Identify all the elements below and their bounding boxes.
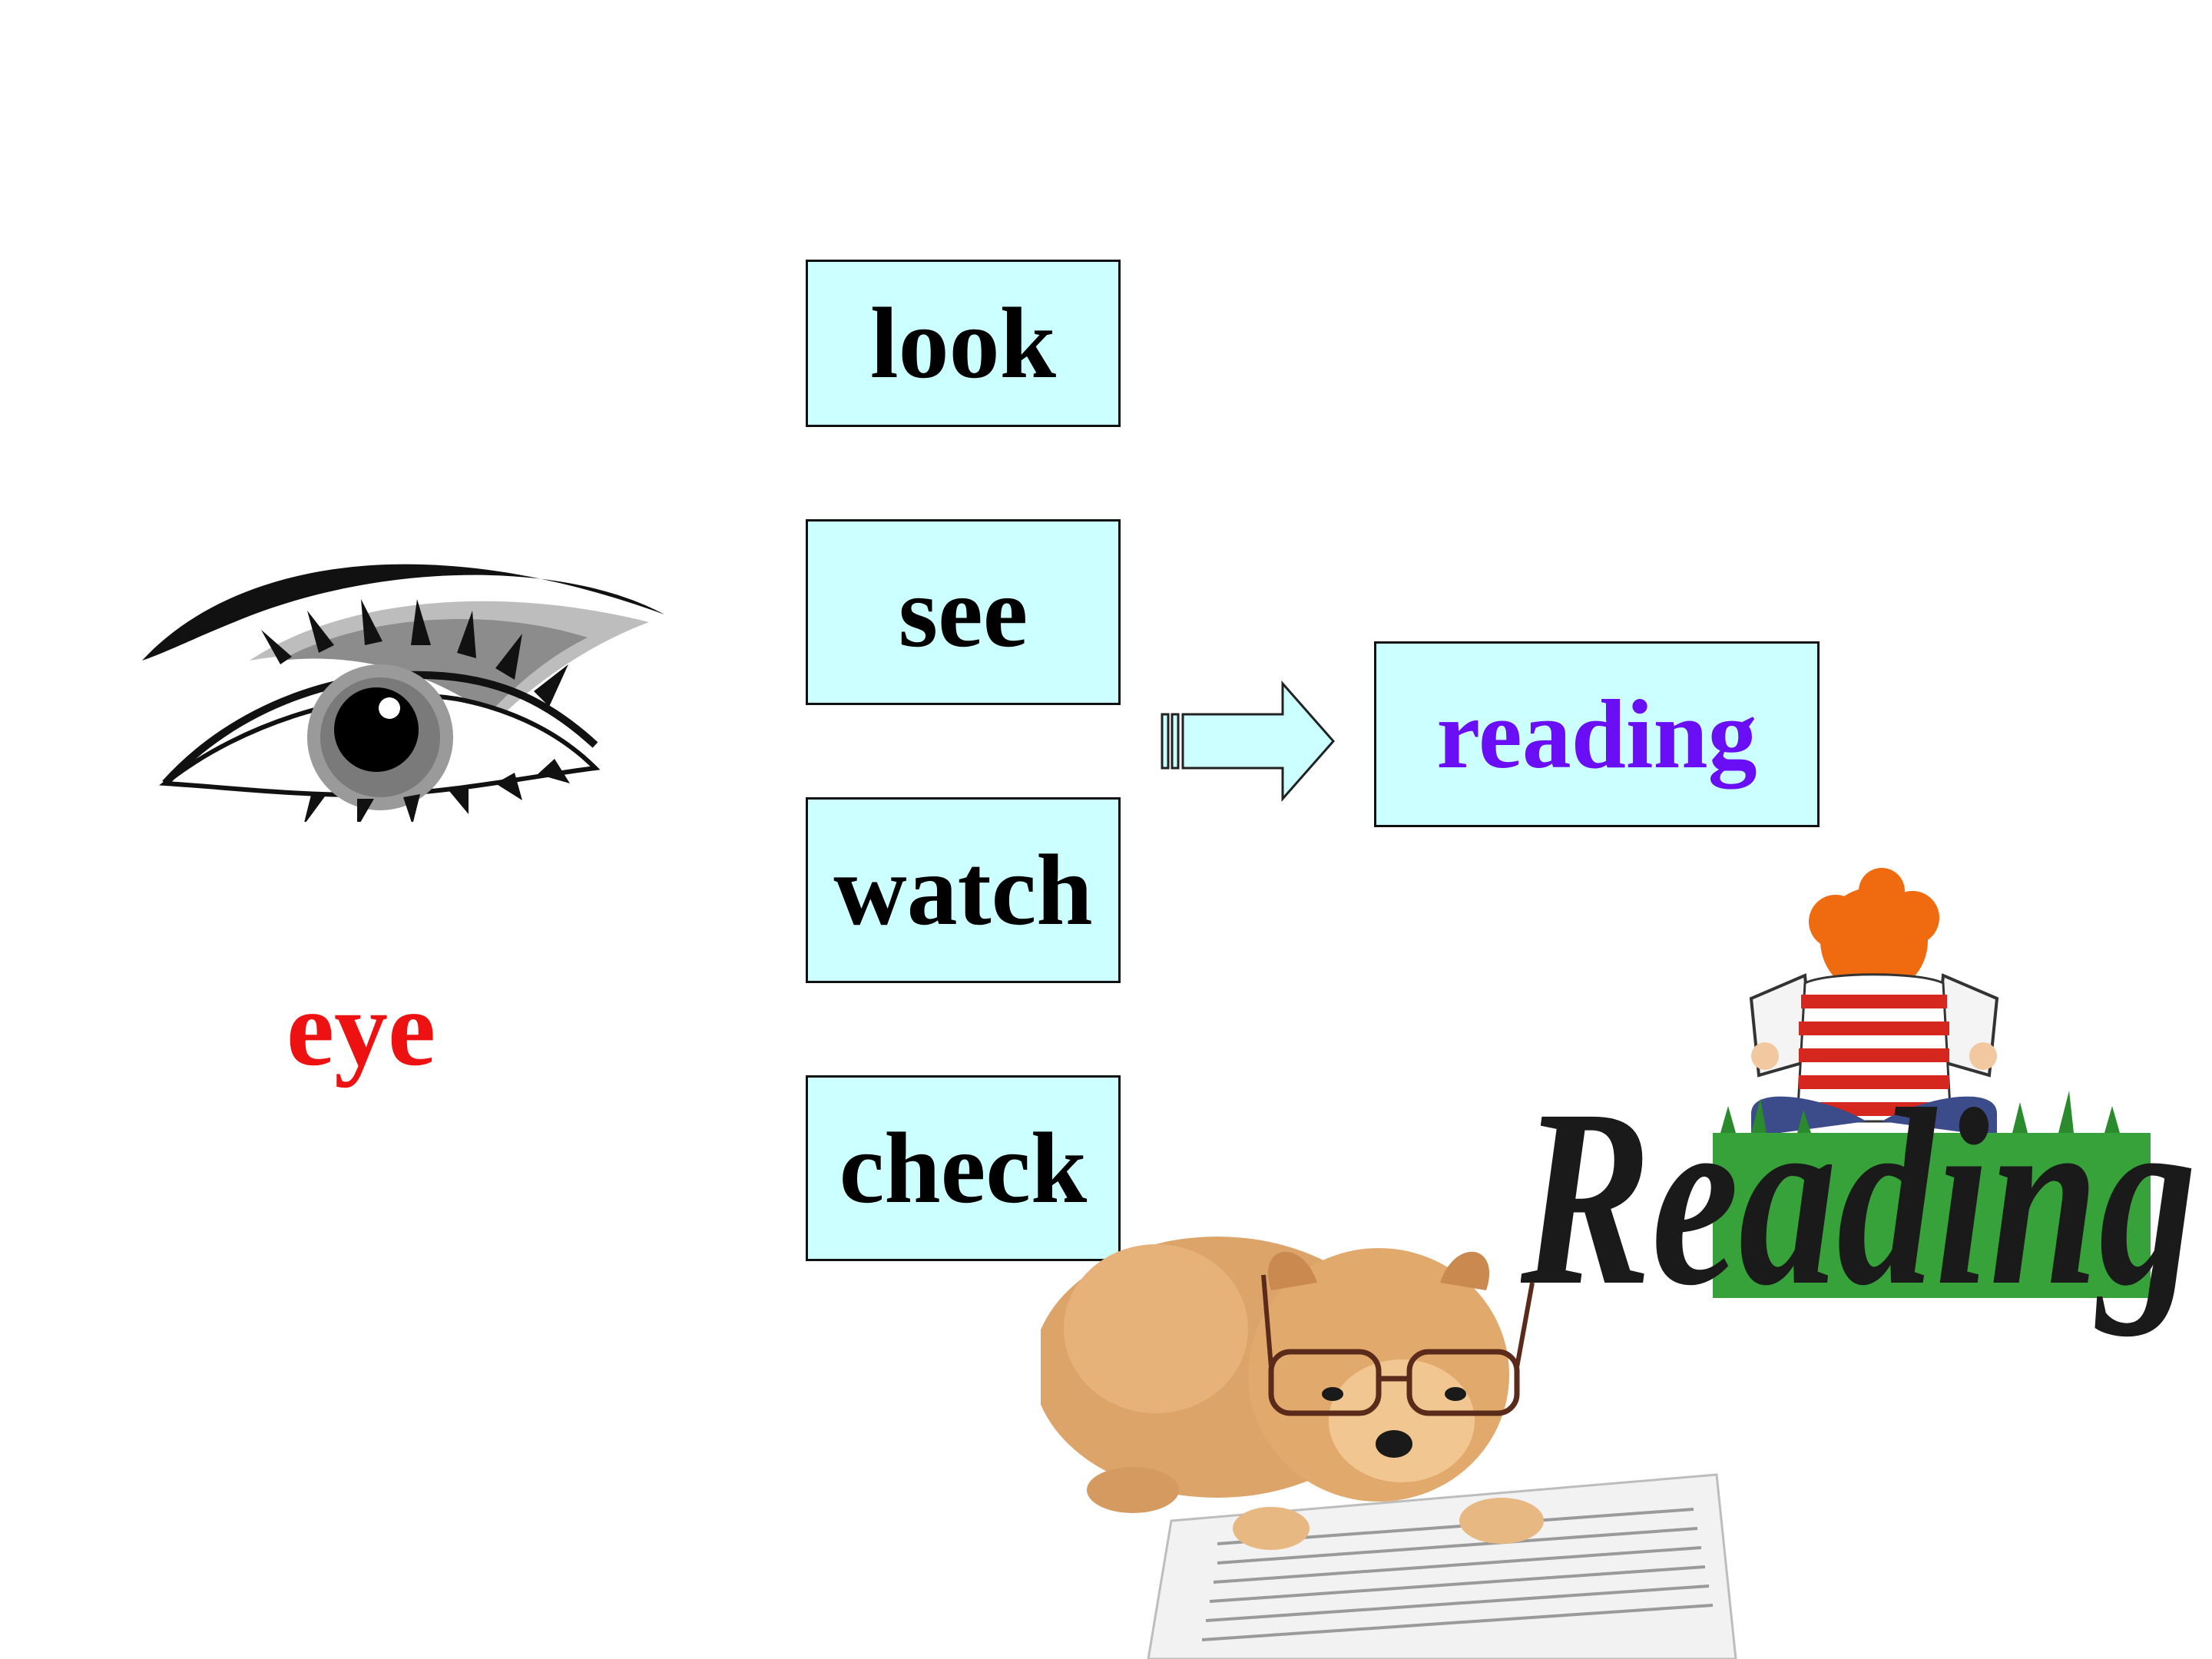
word-box-watch[interactable]: watch [806,797,1121,983]
word-box-look[interactable]: look [806,260,1121,427]
word-box-reading[interactable]: reading [1374,641,1820,827]
word-box-check[interactable]: check [806,1075,1121,1261]
eye-label: eye [286,969,436,1088]
reading-logo-text: Reading [1521,1058,2197,1338]
word-check: check [839,1111,1088,1224]
eye-icon [142,564,664,822]
word-watch: watch [833,833,1093,946]
right-arrow-icon [1161,680,1335,802]
reading-boy-logo: Reading [1521,868,2197,1338]
word-see: see [898,555,1028,668]
word-reading: reading [1436,680,1757,789]
word-look: look [869,286,1057,399]
dog-reading-newspaper-image [1041,1237,1737,1659]
word-box-see[interactable]: see [806,519,1121,705]
